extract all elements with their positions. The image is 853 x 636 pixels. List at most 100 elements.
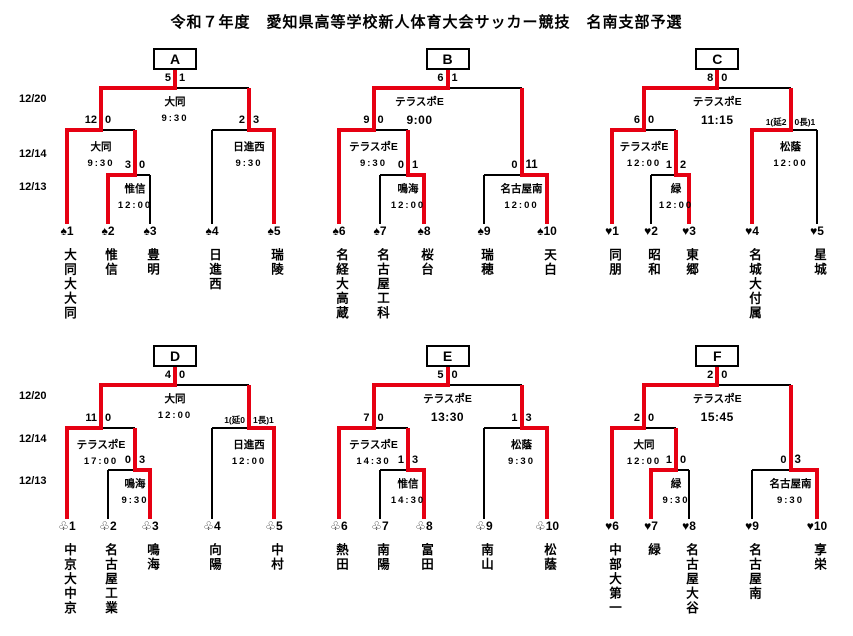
winner-path: [519, 88, 524, 177]
bracket-line: [483, 175, 485, 224]
match-venue: 鳴海: [397, 183, 419, 195]
bracket-line: [484, 174, 547, 176]
match-venue: テラスポE: [692, 393, 742, 405]
team-name: 熱田: [334, 543, 348, 572]
match-kickoff-time: 12:00: [626, 456, 662, 467]
winner-path: [642, 86, 720, 90]
match-score-left: 0: [397, 159, 404, 171]
match-kickoff-time: 12:00: [773, 158, 808, 169]
match-score-right: 2: [680, 159, 687, 171]
match-score-right: 11: [525, 159, 538, 171]
winner-path: [406, 173, 426, 177]
match-kickoff-time: 14:30: [390, 495, 426, 506]
match-venue: 名古屋南: [500, 183, 543, 195]
match-score-right: 0長)1: [794, 117, 816, 127]
seed-marker: ♧8: [415, 519, 433, 533]
group-box: B: [425, 48, 470, 70]
seed-marker: ♥3: [682, 224, 696, 238]
winner-path: [750, 128, 754, 224]
team-name: 惟信: [103, 248, 117, 277]
match-kickoff-time: 15:45: [700, 410, 734, 424]
team-name: 鳴海: [145, 543, 159, 572]
team-name: 星城: [812, 248, 826, 277]
seed-marker: ♥9: [745, 519, 759, 533]
match-score-right: 0: [105, 412, 112, 424]
match-kickoff-time: 9:30: [87, 158, 115, 169]
team-name: 大同大大同: [62, 248, 76, 321]
match-score-right: 0: [451, 369, 458, 381]
winner-path: [610, 426, 646, 430]
round-date-label: 12/13: [19, 181, 47, 193]
match-venue: 鳴海: [124, 478, 146, 490]
round-date-label: 12/14: [19, 148, 47, 160]
winner-path: [337, 426, 341, 519]
match-score-left: 2: [633, 412, 640, 424]
seed-marker: ♧4: [203, 519, 221, 533]
match-kickoff-time: 12:00: [626, 158, 662, 169]
match-score-right: 0: [680, 454, 687, 466]
winner-path: [148, 468, 152, 519]
match-kickoff-time: 9:30: [662, 495, 690, 506]
winner-path: [247, 88, 251, 132]
winner-path: [99, 86, 177, 90]
match-score-right: 0: [179, 369, 186, 381]
winner-path: [406, 130, 410, 177]
match-score-left: 11: [85, 412, 97, 424]
winner-path: [545, 426, 549, 519]
round-date-label: 12/20: [19, 390, 47, 402]
seed-marker: ♠4: [205, 224, 219, 238]
bracket-line: [149, 175, 151, 224]
winner-path: [65, 128, 103, 132]
match-venue: テラスポE: [423, 393, 472, 405]
match-score-left: 5: [437, 369, 444, 381]
team-name: 中京大中京: [62, 543, 76, 616]
match-score-right: 3: [139, 454, 146, 466]
team-name: 豊明: [145, 248, 159, 277]
team-name: 瑞穂: [479, 248, 493, 277]
match-score-left: 1: [665, 159, 672, 171]
match-kickoff-time: 12:00: [157, 410, 193, 421]
winner-path: [99, 383, 177, 387]
seed-marker: ♠5: [267, 224, 281, 238]
winner-path: [247, 426, 276, 430]
winner-path: [445, 69, 450, 90]
winner-path: [99, 385, 103, 430]
bracket-line: [380, 174, 424, 176]
team-name: 名古屋大谷: [684, 543, 698, 616]
winner-path: [371, 86, 450, 90]
match-venue: 大同: [164, 393, 186, 405]
match-score-left: 12: [84, 114, 97, 126]
winner-path: [65, 426, 69, 519]
match-score-right: 3: [412, 454, 419, 466]
match-kickoff-time: 13:30: [430, 410, 465, 424]
winner-path: [610, 128, 614, 224]
bracket-line: [212, 427, 274, 429]
seed-marker: ♧6: [330, 519, 348, 533]
seed-marker: ♥6: [605, 519, 619, 533]
match-score-left: 0: [511, 159, 518, 171]
winner-path: [788, 385, 793, 472]
winner-path: [106, 173, 137, 177]
bracket-line: [380, 469, 424, 471]
winner-path: [371, 383, 450, 387]
match-score-left: 1: [511, 412, 518, 424]
winner-path: [649, 468, 653, 519]
match-venue: 大同: [90, 141, 112, 153]
match-venue: 大同: [633, 439, 655, 451]
group-letter: A: [169, 51, 181, 67]
team-name: 南陽: [375, 543, 389, 572]
match-score-right: 3: [253, 114, 260, 126]
winner-path: [133, 130, 137, 177]
match-score-left: 1(延0: [224, 415, 245, 425]
winner-path: [519, 173, 549, 177]
team-name: 東郷: [684, 248, 698, 277]
seed-marker: ♠1: [60, 224, 74, 238]
match-kickoff-time: 17:00: [83, 456, 119, 467]
winner-path: [406, 428, 410, 472]
round-date-label: 12/20: [19, 93, 47, 105]
bracket-line: [816, 130, 818, 224]
team-name: 同朋: [607, 248, 621, 277]
match-venue: 日進西: [233, 141, 265, 153]
match-venue: テラスポE: [349, 439, 398, 451]
winner-path: [406, 468, 426, 472]
